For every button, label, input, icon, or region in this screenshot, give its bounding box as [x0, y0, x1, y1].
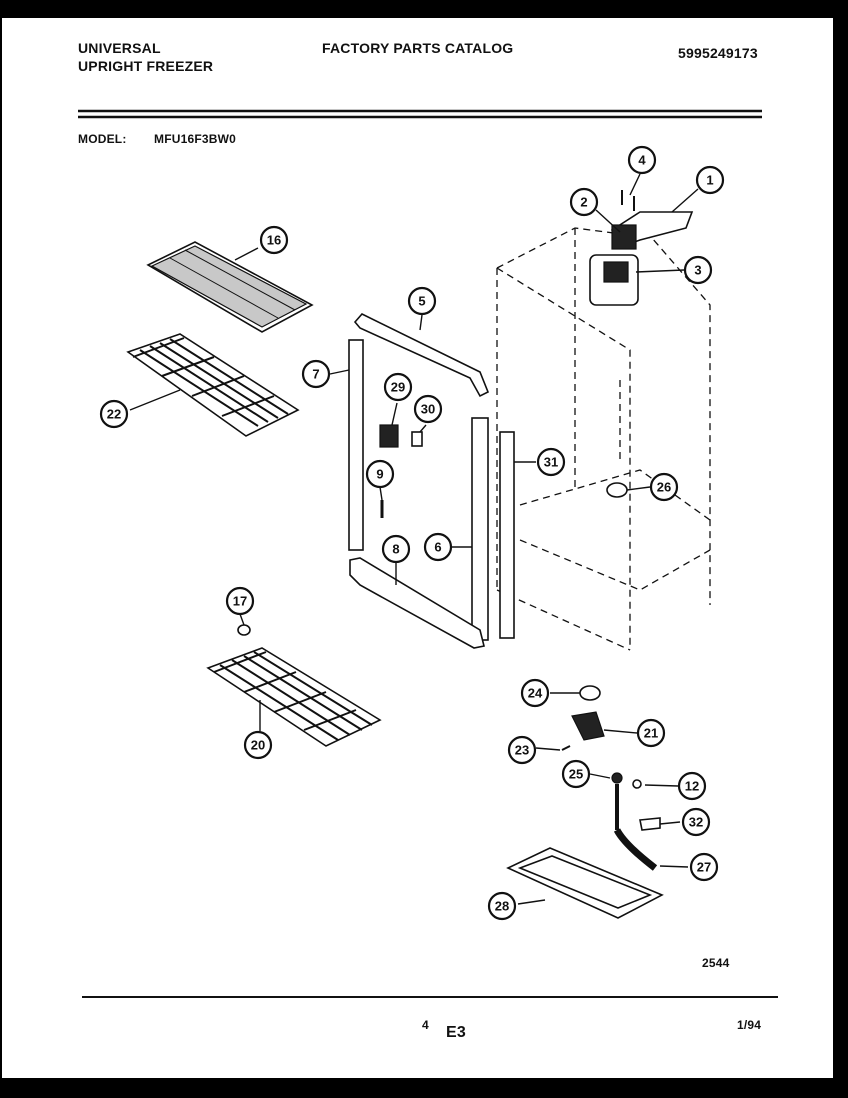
section-code: E3	[446, 1024, 466, 1041]
svg-text:27: 27	[697, 860, 711, 875]
callout-5: 5	[407, 286, 437, 316]
svg-text:5: 5	[418, 294, 425, 309]
svg-text:17: 17	[233, 594, 247, 609]
svg-text:9: 9	[376, 467, 383, 482]
page-number: 4	[422, 1018, 429, 1032]
svg-text:2: 2	[580, 195, 587, 210]
callout-26: 26	[649, 472, 679, 502]
callout-28: 28	[487, 891, 517, 921]
svg-text:28: 28	[495, 899, 509, 914]
callout-9: 9	[365, 459, 395, 489]
catalog-sheet: UNIVERSAL UPRIGHT FREEZER FACTORY PARTS …	[2, 18, 833, 1078]
door-gasket-frame	[348, 313, 515, 649]
callout-30: 30	[413, 394, 443, 424]
svg-text:24: 24	[528, 686, 543, 701]
callout-23: 23	[507, 735, 537, 765]
callout-4: 4	[627, 145, 657, 175]
brand-line-2: UPRIGHT FREEZER	[78, 58, 214, 74]
svg-text:23: 23	[515, 743, 529, 758]
callout-16: 16	[259, 225, 289, 255]
svg-text:22: 22	[107, 407, 121, 422]
callout-6: 6	[423, 532, 453, 562]
diagram-code: 2544	[702, 956, 730, 970]
callout-20: 20	[243, 730, 273, 760]
callout-leaders	[129, 173, 699, 905]
callout-22: 22	[99, 399, 129, 429]
svg-text:26: 26	[657, 480, 671, 495]
svg-text:6: 6	[434, 540, 441, 555]
svg-text:31: 31	[544, 455, 558, 470]
callout-1: 1	[695, 165, 725, 195]
svg-text:21: 21	[644, 726, 658, 741]
drain-assembly	[506, 685, 664, 919]
wire-shelf-lower	[206, 647, 382, 747]
callout-31: 31	[536, 447, 566, 477]
svg-text:30: 30	[421, 402, 435, 417]
header-rule	[78, 109, 762, 119]
svg-text:8: 8	[392, 542, 399, 557]
model-label: MODEL:	[78, 132, 127, 146]
callout-7: 7	[301, 359, 331, 389]
svg-text:1: 1	[706, 173, 713, 188]
callout-12: 12	[677, 771, 707, 801]
model-value: MFU16F3BW0	[154, 132, 237, 146]
callout-32: 32	[681, 807, 711, 837]
svg-text:4: 4	[638, 153, 646, 168]
callout-3: 3	[683, 255, 713, 285]
svg-text:16: 16	[267, 233, 281, 248]
top-hinge-assembly	[589, 190, 694, 306]
callout-21: 21	[636, 718, 666, 748]
cabinet-outline	[496, 227, 711, 651]
brand-line-1: UNIVERSAL	[78, 40, 161, 56]
wire-shelf-upper	[126, 333, 300, 437]
svg-text:20: 20	[251, 738, 265, 753]
callout-27: 27	[689, 852, 719, 882]
print-date: 1/94	[737, 1018, 762, 1032]
svg-text:25: 25	[569, 767, 583, 782]
callout-17: 17	[225, 586, 255, 616]
shelf-cover-part	[146, 241, 314, 333]
callout-8: 8	[381, 534, 411, 564]
svg-text:32: 32	[689, 815, 703, 830]
callout-24: 24	[520, 678, 550, 708]
svg-text:12: 12	[685, 779, 699, 794]
svg-text:29: 29	[391, 380, 405, 395]
catalog-title: FACTORY PARTS CATALOG	[322, 40, 514, 56]
svg-text:3: 3	[694, 263, 701, 278]
svg-text:7: 7	[312, 367, 319, 382]
callout-29: 29	[383, 372, 413, 402]
callout-25: 25	[561, 759, 591, 789]
catalog-number: 5995249173	[678, 45, 758, 61]
callout-2: 2	[569, 187, 599, 217]
